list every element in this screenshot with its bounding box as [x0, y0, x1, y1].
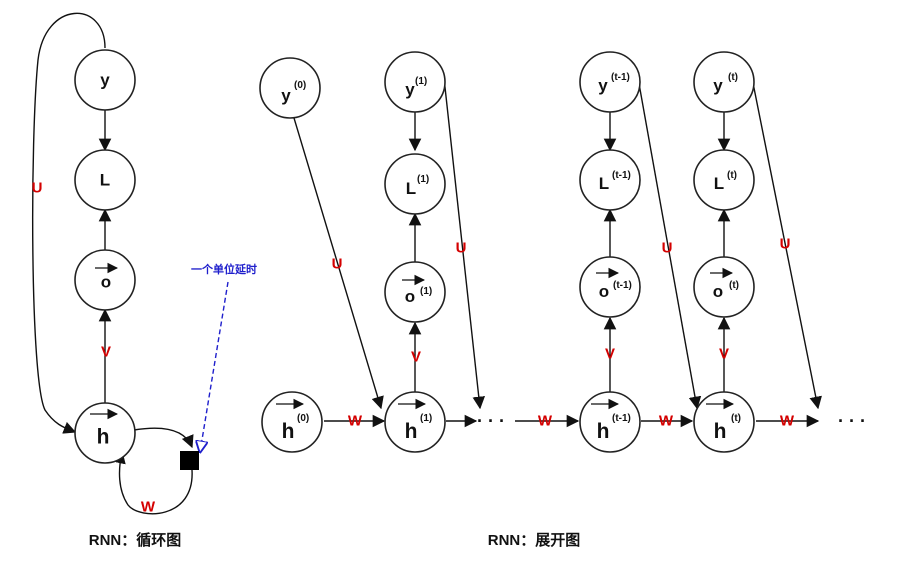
label-V-t: V [719, 346, 729, 363]
node-Lt1-sup: (t-1) [612, 170, 631, 181]
ellipsis-mid: · · · [477, 411, 505, 431]
label-U-yt: U [780, 236, 791, 253]
node-Lt-sup: (t) [727, 170, 737, 181]
node-h0 [261, 391, 323, 453]
node-o-label: o [101, 273, 111, 292]
delay-note: 一个单位延时 [191, 262, 257, 276]
label-W-left: W [141, 499, 156, 516]
label-V-left: V [101, 344, 111, 361]
node-yt-text: y [713, 76, 723, 95]
node-L1-text: L [406, 179, 416, 198]
node-y1-sup: (1) [415, 76, 427, 87]
node-o1-sup: (1) [420, 286, 432, 297]
folded-graph: y L o h U V W 一个单位延时 RNN：循环图 [31, 12, 257, 549]
node-o1 [384, 261, 446, 323]
node-ht1 [579, 391, 641, 453]
node-h-label: h [97, 426, 110, 449]
node-o1-text: o [405, 287, 415, 306]
caption-right: RNN：展开图 [488, 532, 581, 549]
label-V-1: V [411, 349, 421, 366]
node-yt1 [579, 51, 641, 113]
node-yt1-sup: (t-1) [611, 72, 630, 83]
node-h1-text: h [405, 420, 418, 443]
node-yt [693, 51, 755, 113]
node-L1-sup: (1) [417, 174, 429, 185]
node-yt1-text: y [598, 76, 608, 95]
node-Lt [693, 149, 755, 211]
label-V-t1: V [605, 346, 615, 363]
delay-square [180, 451, 199, 470]
node-h0-sup: (0) [297, 413, 309, 424]
edge-delay-to-h [113, 450, 193, 515]
label-U-y0: U [332, 256, 343, 273]
node-L1 [384, 153, 446, 215]
label-U-left: U [32, 180, 43, 197]
edge-y0-to-h1 [293, 117, 384, 410]
edge-yt-to-next [751, 77, 822, 410]
node-Lt1-text: L [599, 174, 609, 193]
label-U-yt1: U [662, 240, 673, 257]
unrolled-graph: y (0) y (1) y (t-1) y (t) L (1) L (t-1) … [259, 51, 866, 549]
node-y1 [384, 51, 446, 113]
node-ot-sup: (t) [729, 280, 739, 291]
node-L-label: L [100, 171, 110, 190]
node-ht1-text: h [597, 420, 610, 443]
node-h0-text: h [282, 420, 295, 443]
node-h1-sup: (1) [420, 413, 432, 424]
label-W-t: W [780, 413, 795, 430]
node-ot-text: o [713, 282, 723, 301]
node-ot [693, 256, 755, 318]
ellipsis-end: · · · [838, 411, 866, 431]
node-Lt-text: L [714, 174, 724, 193]
delay-note-arrow [200, 281, 229, 452]
node-o [74, 249, 136, 311]
node-y [74, 49, 136, 111]
node-ot1 [579, 256, 641, 318]
edge-h-to-delay [133, 427, 194, 449]
label-W-t1: W [659, 413, 674, 430]
node-y0-text: y [281, 86, 291, 105]
node-y0 [259, 57, 321, 119]
node-Lt1 [579, 149, 641, 211]
node-ot1-text: o [599, 282, 609, 301]
node-ht-text: h [714, 420, 727, 443]
edge-yt1-to-ht [637, 77, 702, 410]
node-h [74, 402, 136, 464]
edge-u-loop [31, 12, 106, 434]
label-U-y1: U [456, 240, 467, 257]
node-h1 [384, 391, 446, 453]
node-yt-sup: (t) [728, 72, 738, 83]
edge-y1-to-next [443, 77, 486, 410]
node-y0-sup: (0) [294, 80, 306, 91]
node-y1-text: y [405, 80, 415, 99]
caption-left: RNN：循环图 [89, 531, 182, 549]
node-ht [693, 391, 755, 453]
node-y-label: y [100, 71, 110, 90]
node-ht-sup: (t) [731, 413, 741, 424]
node-ot1-sup: (t-1) [613, 280, 632, 291]
node-L [74, 149, 136, 211]
label-W-0: W [348, 413, 363, 430]
label-W-dots: W [538, 413, 553, 430]
node-ht1-sup: (t-1) [612, 413, 631, 424]
